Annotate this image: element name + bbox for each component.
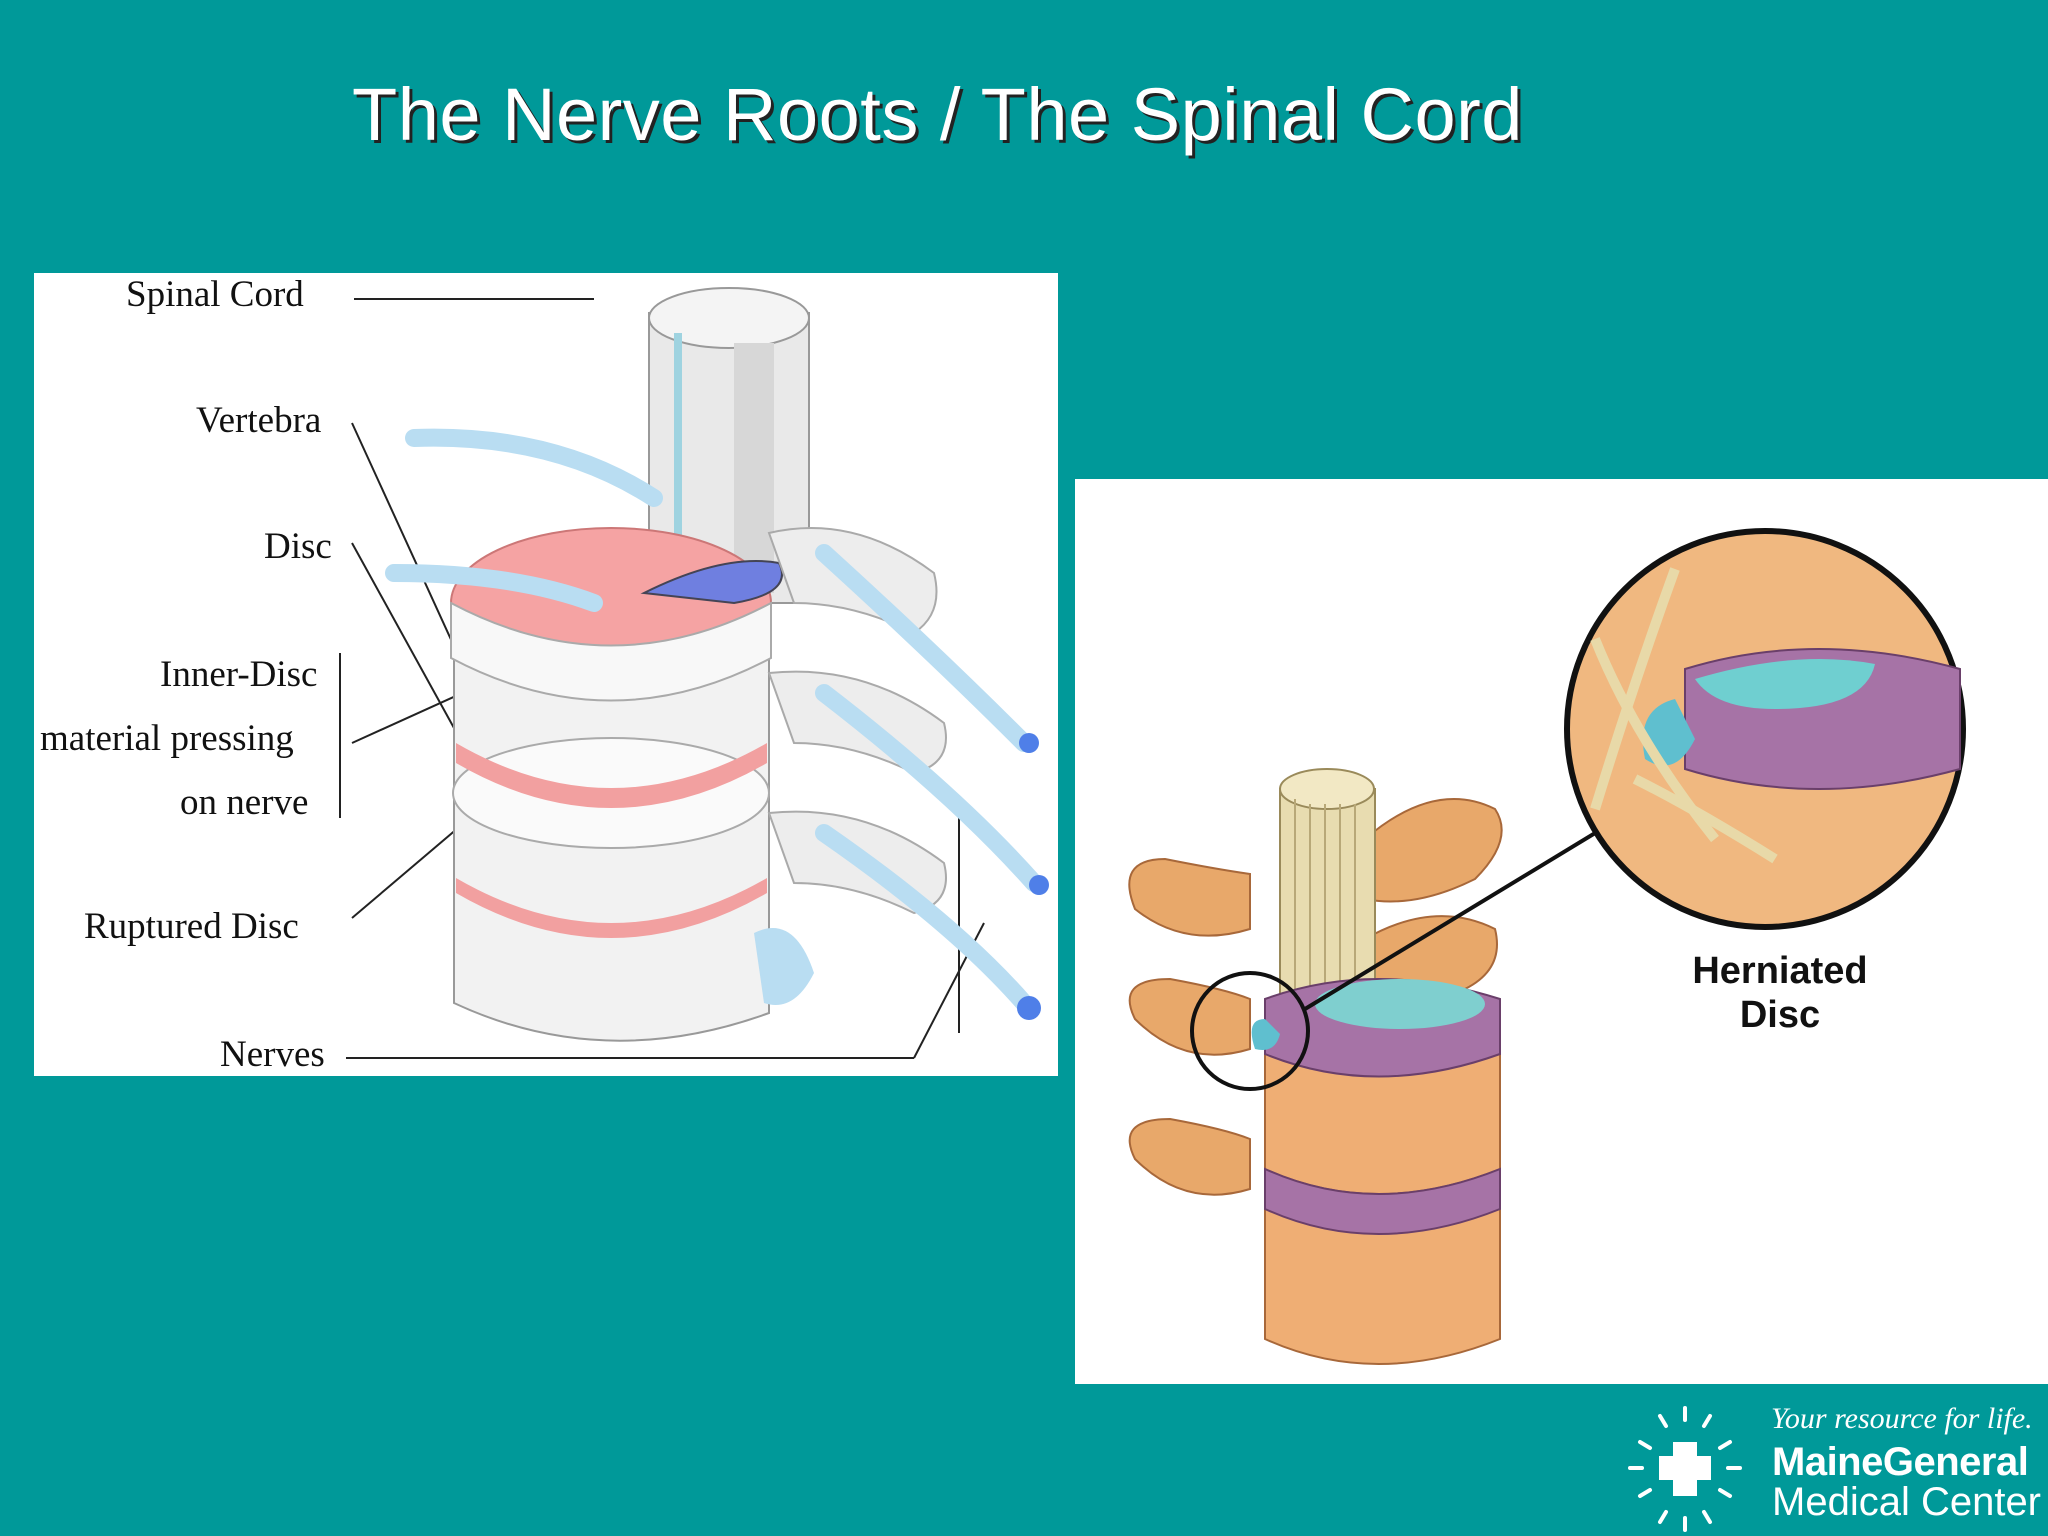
herniated-label-line1: Herniated <box>1692 950 1868 992</box>
cross-sunburst-icon <box>1628 1406 1742 1532</box>
logo-tagline: Your resource for life. <box>1771 1402 2033 1435</box>
mainegeneral-logo <box>1610 1400 2048 1536</box>
label-vertebra: Vertebra <box>196 400 322 441</box>
label-on-nerve: on nerve <box>180 782 309 823</box>
label-nerves: Nerves <box>220 1034 325 1075</box>
label-spinal-cord: Spinal Cord <box>126 274 304 315</box>
herniated-label-line2: Disc <box>1739 994 1821 1036</box>
slide-title: The Nerve Roots / The Spinal Cord <box>352 73 1523 156</box>
logo-brand-sub: Medical Center <box>1772 1480 2042 1524</box>
label-ruptured-disc: Ruptured Disc <box>84 906 299 947</box>
label-inner-disc: Inner-Disc <box>160 654 318 695</box>
herniated-disc-diagram: Herniated Disc <box>1075 479 2048 1384</box>
spine-anatomy-illustration <box>339 287 1049 1059</box>
label-disc: Disc <box>264 526 332 567</box>
herniated-disc-illustration <box>1128 528 1966 1365</box>
label-material-pressing: material pressing <box>40 718 294 759</box>
logo-brand-name: MaineGeneral <box>1772 1440 2029 1484</box>
herniated-disc-label: Herniated Disc <box>1670 949 1890 1037</box>
spine-anatomy-diagram: Spinal Cord Vertebra Disc Inner-Disc mat… <box>34 273 1058 1076</box>
